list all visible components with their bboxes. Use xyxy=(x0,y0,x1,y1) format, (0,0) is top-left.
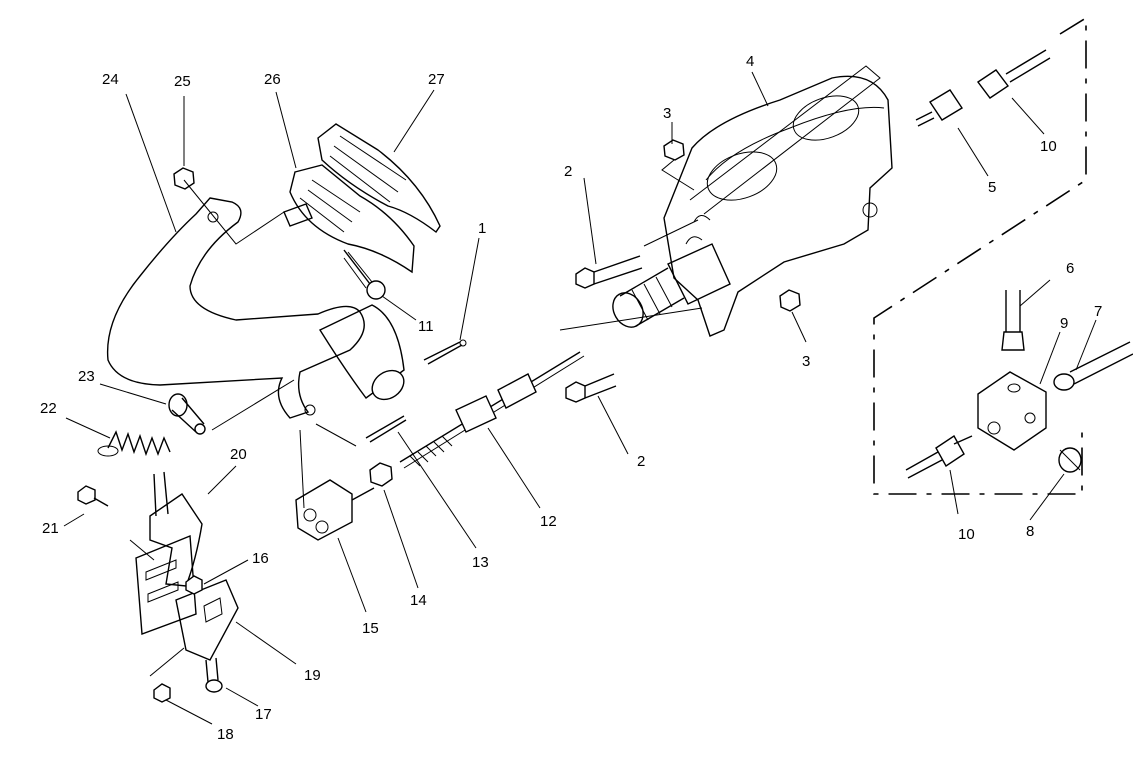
callout-8: 8 xyxy=(1026,523,1034,540)
callout-14: 14 xyxy=(410,592,427,609)
hex-nut-25 xyxy=(173,167,195,190)
cotter-pin-1 xyxy=(423,339,467,365)
callout-27: 27 xyxy=(428,71,445,88)
screw-17 xyxy=(205,657,223,693)
nut-18 xyxy=(153,683,171,703)
callout-1: 1 xyxy=(478,220,486,237)
callout-12: 12 xyxy=(540,513,557,530)
callout-2-lower: 2 xyxy=(637,453,645,470)
callout-3-upper: 3 xyxy=(663,105,671,122)
return-spring-22 xyxy=(97,430,171,457)
brake-pedal-arm xyxy=(106,197,365,419)
bracket-19 xyxy=(135,534,239,661)
callout-10-upper: 10 xyxy=(1040,138,1057,155)
callout-9: 9 xyxy=(1060,315,1068,332)
callout-24: 24 xyxy=(102,71,119,88)
bolt-2-upper xyxy=(575,255,643,289)
push-rod-12 xyxy=(399,351,585,469)
callout-3-lower: 3 xyxy=(802,353,810,370)
callout-labels: 1 2 2 3 3 4 5 6 7 8 9 10 10 11 12 13 14 … xyxy=(40,53,1102,743)
master-cylinder-4 xyxy=(663,65,893,337)
callout-26: 26 xyxy=(264,71,281,88)
callout-15: 15 xyxy=(362,620,379,637)
clevis-15 xyxy=(295,479,375,541)
boot-bellows xyxy=(612,243,731,328)
callout-7: 7 xyxy=(1094,303,1102,320)
callout-23: 23 xyxy=(78,368,95,385)
plug-8 xyxy=(1058,447,1082,473)
clevis-pin-23 xyxy=(168,393,206,435)
callout-2-upper: 2 xyxy=(564,163,572,180)
tee-fitting-9 xyxy=(977,371,1047,451)
callout-22: 22 xyxy=(40,400,57,417)
screw-21 xyxy=(77,485,109,507)
brake-line-fitting-10-lower xyxy=(905,434,973,479)
detail-boundary xyxy=(873,16,1087,495)
callout-13: 13 xyxy=(472,554,489,571)
callout-6: 6 xyxy=(1066,260,1074,277)
callout-16: 16 xyxy=(252,550,269,567)
leader-lines xyxy=(63,71,1097,725)
callout-21: 21 xyxy=(42,520,59,537)
nut-3-lower xyxy=(779,289,801,312)
pedal-pad-cover xyxy=(317,123,441,234)
pedal-shaft xyxy=(318,304,405,401)
bolt-2-lower xyxy=(565,373,617,403)
callout-17: 17 xyxy=(255,706,272,723)
cotter-pin-13 xyxy=(365,415,407,443)
brake-line-7 xyxy=(1053,341,1133,391)
pivot-bolt-11 xyxy=(343,249,386,300)
callout-25: 25 xyxy=(174,73,191,90)
fitting-5 xyxy=(915,89,963,127)
callout-20: 20 xyxy=(230,446,247,463)
nut-16 xyxy=(185,575,203,595)
bracket-20 xyxy=(149,471,203,587)
callout-19: 19 xyxy=(304,667,321,684)
jam-nut-14 xyxy=(369,462,393,487)
callout-4: 4 xyxy=(746,53,754,70)
callout-18: 18 xyxy=(217,726,234,743)
pedal-mount-bracket xyxy=(283,203,313,227)
nut-3-upper xyxy=(663,139,685,161)
brake-line-fitting-10-upper xyxy=(976,49,1051,99)
callout-5: 5 xyxy=(988,179,996,196)
callout-10-lower: 10 xyxy=(958,526,975,543)
callout-11: 11 xyxy=(418,318,434,335)
brake-line-6 xyxy=(1001,290,1025,351)
